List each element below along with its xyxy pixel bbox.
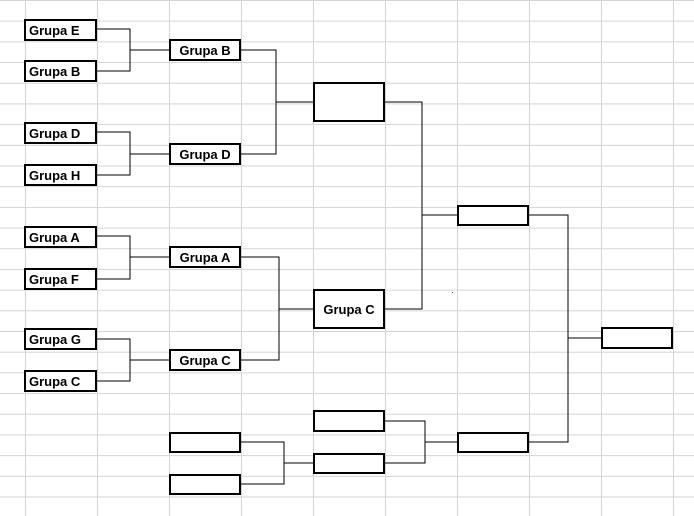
round1-slot-6[interactable]: Grupa F [24,268,97,290]
lower-bracket-right-slot-2[interactable] [313,453,385,474]
round2-slot-2[interactable]: Grupa D [169,143,241,165]
stray-dot [452,292,453,293]
round3-slot-1[interactable] [313,82,385,122]
lower-bracket-left-slot-1[interactable] [169,432,241,453]
round1-slot-8[interactable]: Grupa C [24,370,97,392]
round1-slot-3[interactable]: Grupa D [24,122,97,144]
round3-slot-2[interactable]: Grupa C [313,289,385,329]
round1-slot-5[interactable]: Grupa A [24,226,97,248]
round2-slot-1[interactable]: Grupa B [169,39,241,61]
round1-slot-2[interactable]: Grupa B [24,60,97,82]
semifinal-slot-1[interactable] [457,205,529,226]
lower-bracket-right-slot-1[interactable] [313,410,385,432]
round1-slot-1[interactable]: Grupa E [24,19,97,41]
round2-slot-3[interactable]: Grupa A [169,246,241,268]
final-slot[interactable] [601,327,673,349]
lower-bracket-left-slot-2[interactable] [169,474,241,495]
round1-slot-4[interactable]: Grupa H [24,164,97,186]
round1-slot-7[interactable]: Grupa G [24,328,97,350]
semifinal-slot-2[interactable] [457,432,529,453]
round2-slot-4[interactable]: Grupa C [169,349,241,371]
